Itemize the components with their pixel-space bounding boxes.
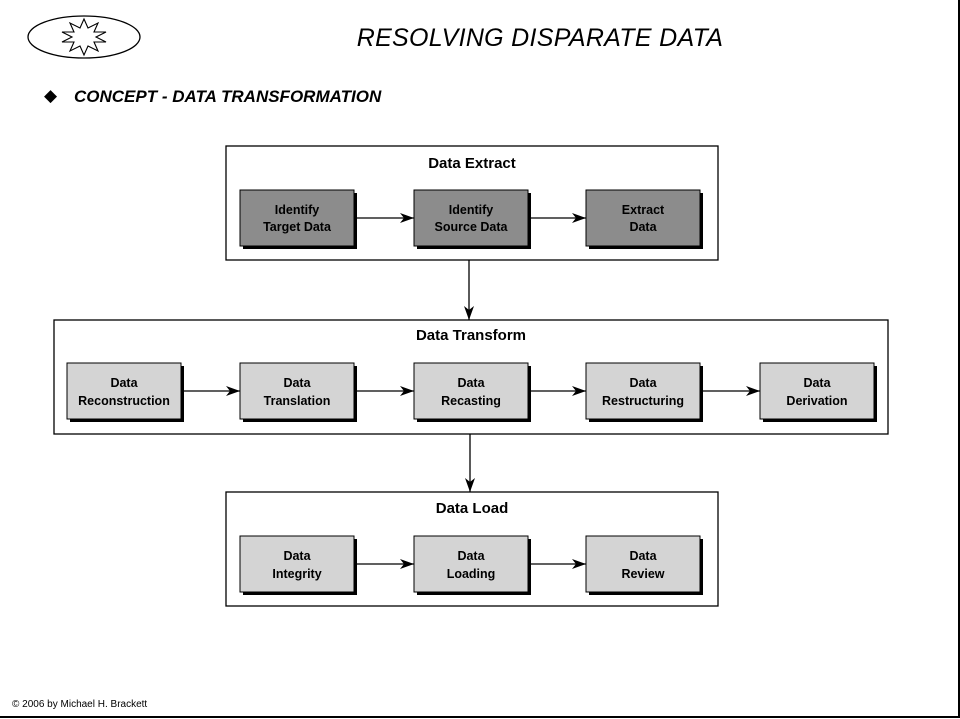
section-subtitle: CONCEPT - DATA TRANSFORMATION: [74, 87, 382, 106]
data-transform-group: Data Transform Data Reconstruction Data …: [53, 319, 889, 435]
data-recasting-box: Data Recasting: [413, 362, 531, 422]
box-label-line1: Extract: [622, 203, 665, 217]
data-extract-title: Data Extract: [428, 155, 516, 172]
data-load-title: Data Load: [436, 500, 509, 517]
box-label-line1: Data: [629, 376, 657, 390]
box-label-line2: Reconstruction: [78, 394, 170, 408]
starburst-logo-icon: [27, 15, 141, 59]
copyright-footer: © 2006 by Michael H. Brackett: [12, 699, 148, 710]
page-title: RESOLVING DISPARATE DATA: [356, 24, 724, 52]
bullet-diamond-icon: ◆: [44, 86, 58, 105]
box-label-line1: Data: [457, 376, 485, 390]
box-label-line1: Data: [283, 549, 311, 563]
box-label-line2: Source Data: [435, 220, 509, 234]
data-integrity-box: Data Integrity: [239, 535, 357, 595]
box-label-line2: Review: [621, 567, 664, 581]
data-translation-box: Data Translation: [239, 362, 357, 422]
box-label-line1: Data: [457, 549, 485, 563]
data-extract-group: Data Extract Identify Target Data Identi…: [225, 145, 719, 261]
box-label-line2: Loading: [447, 567, 496, 581]
box-label-line1: Data: [283, 376, 311, 390]
data-transform-title: Data Transform: [416, 327, 526, 344]
identify-target-data-box: Identify Target Data: [239, 189, 357, 249]
box-label-line1: Data: [629, 549, 657, 563]
box-label-line1: Data: [803, 376, 831, 390]
box-label-line2: Integrity: [272, 567, 321, 581]
data-review-box: Data Review: [585, 535, 703, 595]
box-label-line2: Restructuring: [602, 394, 684, 408]
extract-data-box: Extract Data: [585, 189, 703, 249]
box-label-line2: Translation: [264, 394, 331, 408]
data-load-group: Data Load Data Integrity Data Loading Da…: [225, 491, 719, 607]
data-restructuring-box: Data Restructuring: [585, 362, 703, 422]
box-label-line1: Identify: [275, 203, 319, 217]
box-label-line2: Derivation: [786, 394, 847, 408]
data-derivation-box: Data Derivation: [759, 362, 877, 422]
box-label-line2: Data: [629, 220, 657, 234]
data-reconstruction-box: Data Reconstruction: [66, 362, 184, 422]
box-label-line1: Data: [110, 376, 138, 390]
box-label-line2: Target Data: [263, 220, 332, 234]
box-label-line1: Identify: [449, 203, 493, 217]
identify-source-data-box: Identify Source Data: [413, 189, 531, 249]
box-label-line2: Recasting: [441, 394, 501, 408]
data-loading-box: Data Loading: [413, 535, 531, 595]
